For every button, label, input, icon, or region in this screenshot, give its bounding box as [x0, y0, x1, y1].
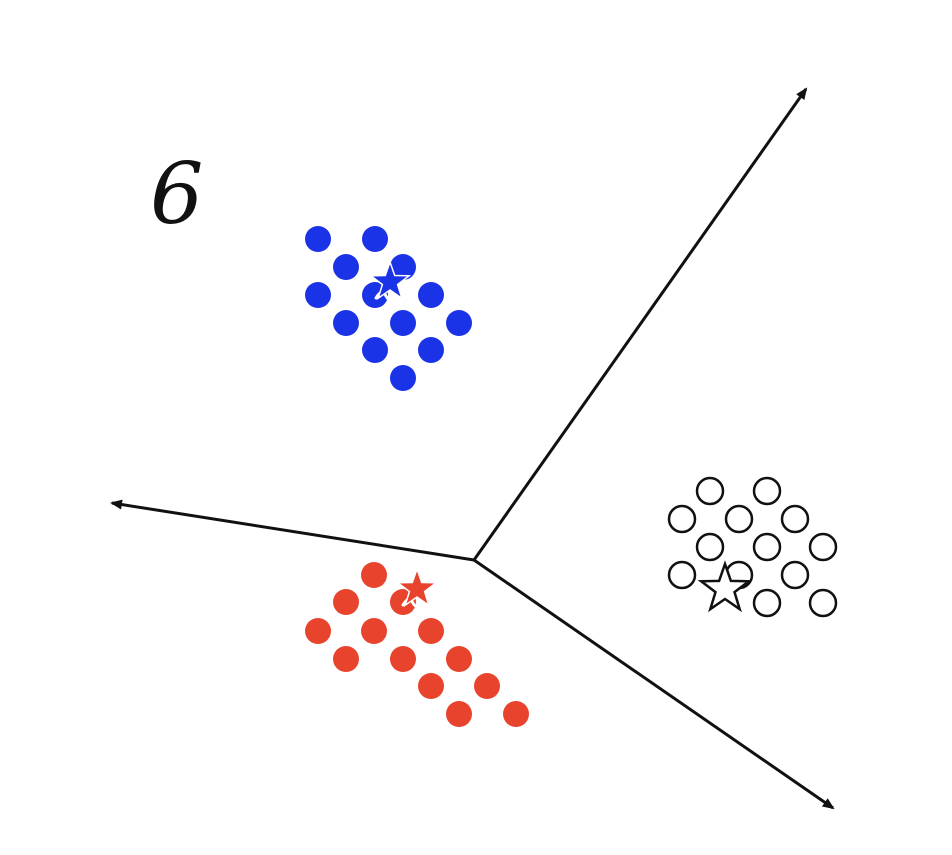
blue-cluster-point [362, 337, 388, 363]
hollow-cluster-point [808, 532, 838, 562]
blue-cluster-point [418, 282, 444, 308]
axes-group [110, 87, 835, 810]
hollow-cluster-centroid-star-icon [697, 560, 753, 613]
hollow-cluster-point [667, 560, 697, 590]
hollow-cluster-point [752, 588, 782, 618]
red-cluster-point [446, 646, 472, 672]
blue-cluster-centroid-star-icon [368, 259, 412, 301]
blue-cluster-point [333, 310, 359, 336]
hollow-cluster-point [752, 476, 782, 506]
hollow-cluster-point [695, 476, 725, 506]
blue-cluster-point [305, 282, 331, 308]
blue-cluster-point [305, 226, 331, 252]
red-cluster-point [418, 618, 444, 644]
red-cluster-point [305, 618, 331, 644]
axis-lower-right [473, 558, 835, 810]
red-cluster-point [446, 701, 472, 727]
red-cluster-point [418, 673, 444, 699]
figure-label: 6 [150, 145, 204, 243]
red-cluster [305, 562, 529, 727]
blue-cluster-point [418, 337, 444, 363]
blue-cluster-point [446, 310, 472, 336]
red-cluster-point [333, 589, 359, 615]
blue-cluster-point [390, 254, 416, 280]
hollow-cluster-point [724, 504, 754, 534]
axis-left [110, 499, 475, 562]
red-cluster-point [361, 562, 387, 588]
hollow-cluster-point [695, 532, 725, 562]
red-cluster-point [333, 646, 359, 672]
hollow-cluster-point [752, 532, 782, 562]
blue-cluster-point [390, 310, 416, 336]
blue-cluster-point [390, 365, 416, 391]
axis-upper-right [472, 87, 808, 561]
hollow-cluster-point [780, 504, 810, 534]
hollow-cluster-point [780, 560, 810, 590]
red-cluster-centroid-star-icon [395, 566, 439, 608]
red-cluster-point [474, 673, 500, 699]
red-cluster-point [503, 701, 529, 727]
blue-cluster-point [362, 226, 388, 252]
hollow-cluster [667, 476, 838, 618]
hollow-cluster-point [667, 504, 697, 534]
red-cluster-point [390, 646, 416, 672]
red-cluster-point [361, 618, 387, 644]
blue-cluster [305, 226, 472, 391]
hollow-cluster-point [808, 588, 838, 618]
blue-cluster-point [333, 254, 359, 280]
